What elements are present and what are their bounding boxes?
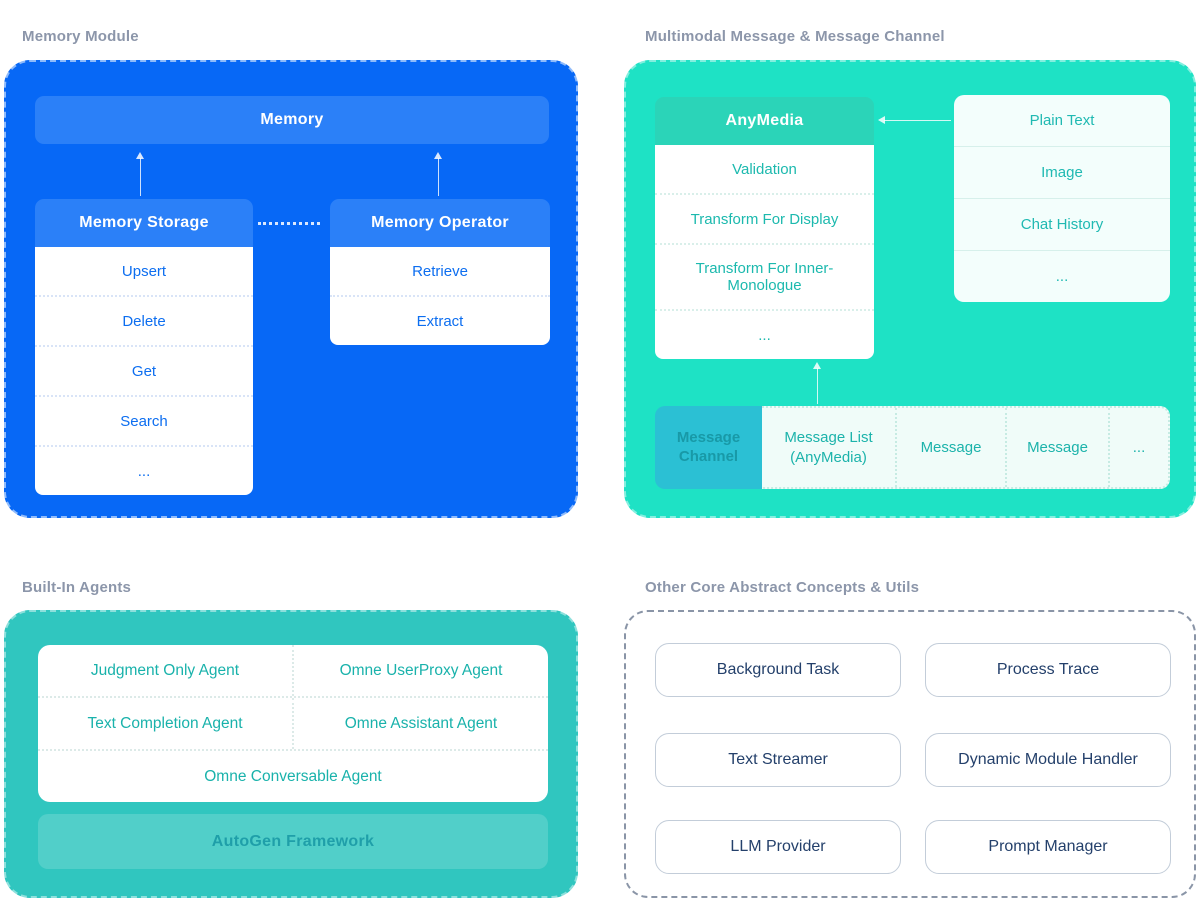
arrow-head — [434, 152, 442, 159]
message-channel-segment: Message Channel — [655, 406, 762, 489]
agents-row: Text Completion Agent Omne Assistant Age… — [38, 696, 548, 749]
storage-item: Search — [35, 395, 253, 445]
agents-card: Judgment Only Agent Omne UserProxy Agent… — [38, 645, 548, 802]
message-bar-body: Message List (AnyMedia) Message Message … — [762, 406, 1170, 489]
other-utils-label: Other Core Abstract Concepts & Utils — [645, 579, 920, 596]
other-utils-panel: Background Task Process Trace Text Strea… — [624, 610, 1196, 898]
multimodal-label: Multimodal Message & Message Channel — [645, 28, 945, 45]
left-arrow-icon — [878, 116, 951, 125]
agents-row: Judgment Only Agent Omne UserProxy Agent — [38, 645, 548, 696]
anymedia-box: AnyMedia Validation Transform For Displa… — [655, 97, 874, 359]
util-box: Process Trace — [925, 643, 1171, 697]
storage-item: ... — [35, 445, 253, 495]
util-box: LLM Provider — [655, 820, 901, 874]
multimodal-panel: AnyMedia Validation Transform For Displa… — [624, 60, 1196, 518]
builtin-agents-panel: Judgment Only Agent Omne UserProxy Agent… — [4, 610, 578, 898]
storage-operator-connector — [258, 222, 320, 225]
memory-storage-list: Upsert Delete Get Search ... — [35, 247, 253, 495]
agent-cell: Judgment Only Agent — [90, 661, 240, 679]
operator-item: Extract — [330, 295, 550, 345]
message-bar-segment: Message List (AnyMedia) — [784, 429, 873, 466]
memory-operator-box: Memory Operator Retrieve Extract — [330, 199, 550, 345]
memory-module-panel: Memory Memory Storage Upsert Delete Get … — [4, 60, 578, 518]
media-type-item: Chat History — [954, 198, 1170, 250]
agent-cell: Omne UserProxy Agent — [292, 645, 548, 696]
memory-operator-header: Memory Operator — [330, 199, 550, 247]
agent-cell: Omne Assistant Agent — [292, 698, 548, 749]
media-type-item: Plain Text — [1029, 112, 1095, 129]
arrow-head — [878, 116, 885, 124]
media-types-box: Plain Text Image Chat History ... — [954, 95, 1170, 302]
arrow-stem — [437, 158, 440, 196]
anymedia-item: ... — [655, 309, 874, 359]
storage-item: Upsert — [121, 262, 167, 280]
agent-cell: Omne Conversable Agent — [204, 767, 382, 785]
message-bar: Message Channel Message List (AnyMedia) … — [655, 406, 1170, 489]
storage-item: Get — [35, 345, 253, 395]
memory-box: Memory — [35, 96, 549, 144]
arrow-stem — [884, 119, 951, 122]
util-box: Dynamic Module Handler — [925, 733, 1171, 787]
up-arrow-icon — [136, 152, 145, 196]
agents-row: Omne Conversable Agent — [38, 749, 548, 802]
anymedia-list: Validation Transform For Display Transfo… — [655, 145, 874, 359]
anymedia-item: Transform For Display — [655, 193, 874, 243]
memory-operator-list: Retrieve Extract — [330, 247, 550, 345]
media-type-item: Image — [954, 146, 1170, 198]
util-box: Text Streamer — [655, 733, 901, 787]
message-bar-segment: Message — [1005, 408, 1108, 487]
util-box: Prompt Manager — [925, 820, 1171, 874]
memory-module-label: Memory Module — [22, 28, 139, 45]
arrow-stem — [139, 158, 142, 196]
operator-item: Retrieve — [412, 262, 468, 280]
arrow-stem — [816, 368, 819, 404]
media-type-item: ... — [954, 250, 1170, 302]
arrow-head — [813, 362, 821, 369]
agent-cell: Text Completion Agent — [87, 714, 243, 732]
builtin-agents-label: Built-In Agents — [22, 579, 132, 596]
message-bar-segment: Message — [895, 408, 1005, 487]
memory-storage-box: Memory Storage Upsert Delete Get Search … — [35, 199, 253, 495]
memory-storage-header: Memory Storage — [35, 199, 253, 247]
up-arrow-icon — [434, 152, 443, 196]
up-arrow-icon — [813, 362, 822, 404]
storage-item: Delete — [35, 295, 253, 345]
message-bar-segment: ... — [1108, 408, 1168, 487]
util-box: Background Task — [655, 643, 901, 697]
arrow-head — [136, 152, 144, 159]
anymedia-header: AnyMedia — [655, 97, 874, 145]
anymedia-item: Validation — [732, 160, 797, 178]
anymedia-item: Transform For Inner-Monologue — [655, 243, 874, 309]
autogen-framework-box: AutoGen Framework — [38, 814, 548, 869]
